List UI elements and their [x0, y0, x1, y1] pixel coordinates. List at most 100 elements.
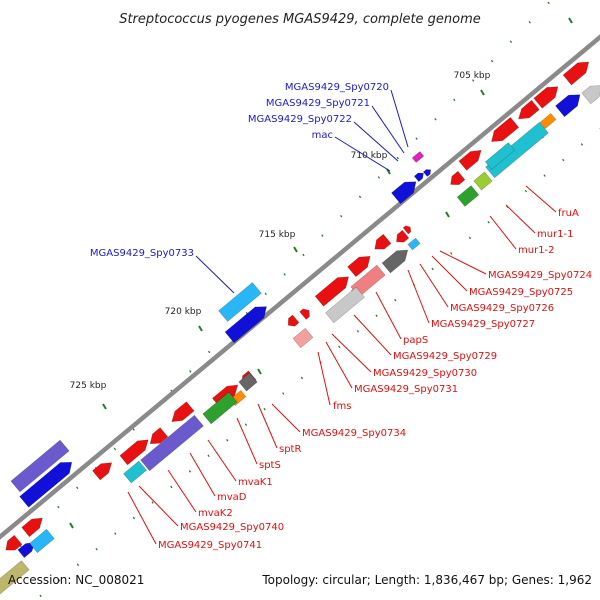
gene-arrow: [402, 225, 412, 235]
leader-line: [489, 215, 517, 250]
leader-line: [189, 452, 216, 497]
ruler-dot-inner: [263, 407, 266, 411]
gene-arrow: [5, 534, 23, 551]
ruler-dot-outer: [57, 505, 60, 509]
ruler-dot-inner: [151, 501, 154, 504]
gene-label-papS: papS: [403, 335, 428, 346]
leader-line: [419, 263, 449, 308]
gene-arrow: [374, 233, 392, 250]
gene-label-spy0727: MGAS9429_Spy0727: [431, 319, 535, 330]
leader-line: [390, 89, 409, 148]
gene-arrow: [473, 171, 493, 191]
gene-label-mvaD: mvaD: [217, 492, 247, 503]
gene-features: [0, 61, 600, 595]
ruler-dot-inner: [487, 221, 490, 224]
gene-arrow: [413, 172, 424, 183]
leader-line: [195, 255, 235, 294]
ruler-dot-inner: [39, 594, 42, 598]
ruler-dot-inner: [170, 485, 173, 489]
leader-line: [431, 255, 468, 292]
ruler-dot-outer: [415, 137, 418, 140]
ruler-dot-outer: [321, 234, 324, 237]
gene-arrow: [581, 85, 600, 105]
ruler-dot-inner: [580, 143, 584, 146]
gene-arrow: [555, 94, 581, 118]
ruler-dot-outer: [76, 486, 79, 489]
ruler-dot-inner: [524, 189, 528, 193]
gene-arrow: [458, 149, 482, 171]
ruler-dot-inner: [468, 236, 472, 240]
gene-arrow: [391, 181, 417, 205]
ruler-dot-outer: [377, 176, 381, 179]
gene-label-sptS: sptS: [259, 460, 281, 471]
ruler-dot-outer: [113, 447, 117, 451]
map-title: Streptococcus pyogenes MGAS9429, complet…: [119, 12, 481, 27]
ruler-dot-inner: [132, 516, 136, 520]
gene-label-fruA: fruA: [558, 208, 579, 219]
gene-arrow: [140, 414, 204, 472]
ruler-major-tick: [102, 403, 107, 410]
gene-arrow: [484, 142, 516, 170]
gene-arrow: [29, 528, 55, 554]
leader-line: [353, 314, 392, 356]
ruler-dot-inner: [375, 314, 378, 317]
gene-arrow: [218, 282, 262, 322]
leader-line: [375, 291, 402, 340]
ruler-dot-inner: [431, 267, 434, 271]
gene-arrow: [325, 286, 365, 324]
gene-label-mvaK2: mvaK2: [198, 508, 233, 519]
leader-line: [167, 469, 197, 513]
gene-arrow: [238, 372, 258, 392]
ruler-major-tick: [69, 522, 74, 529]
ruler-dot-outer: [528, 21, 531, 24]
leader-line: [353, 121, 399, 162]
gene-arrow: [299, 308, 310, 320]
ruler-dot-inner: [394, 298, 397, 302]
leader-line: [257, 403, 278, 449]
ruler-dot-outer: [358, 195, 362, 199]
gene-arrow: [456, 185, 480, 207]
tick-label-720: 720 kbp: [165, 307, 202, 317]
ruler-dot-outer: [264, 292, 267, 296]
ruler-major-tick: [480, 89, 485, 96]
ruler-major-tick: [568, 17, 573, 24]
tick-label-705: 705 kbp: [454, 71, 491, 81]
tick-label-710: 710 kbp: [351, 151, 388, 161]
gene-label-spy0740: MGAS9429_Spy0740: [180, 522, 284, 533]
gene-label-spy0722: MGAS9429_Spy0722: [248, 114, 352, 125]
ruler-dot-outer: [189, 370, 192, 373]
gene-arrow: [407, 237, 421, 251]
gene-arrow: [10, 439, 70, 493]
gene-arrow: [422, 169, 432, 177]
gene-arrow: [396, 229, 410, 243]
leader-line: [371, 105, 405, 154]
ruler-dot-inner: [114, 532, 117, 535]
leader-line: [407, 269, 430, 324]
gene-arrow: [411, 151, 425, 163]
ruler-dot-outer: [132, 428, 135, 431]
gene-arrow: [92, 462, 113, 481]
gene-label-spy0720: MGAS9429_Spy0720: [285, 82, 389, 93]
ruler-dot-inner: [562, 158, 565, 162]
ruler-dot-outer: [283, 273, 286, 276]
gene-label-fms: fms: [333, 401, 351, 412]
gene-label-spy0733: MGAS9429_Spy0733: [90, 248, 194, 259]
gene-label-spy0721: MGAS9429_Spy0721: [266, 98, 370, 109]
leader-line: [138, 485, 179, 527]
gene-label-spy0734: MGAS9429_Spy0734: [302, 428, 406, 439]
ruler-dot-inner: [58, 579, 61, 582]
ruler-major-tick: [293, 246, 298, 253]
leader-line: [127, 491, 157, 545]
gene-label-spy0725: MGAS9429_Spy0725: [469, 287, 573, 298]
gene-label-spy0731: MGAS9429_Spy0731: [354, 384, 458, 395]
leader-line: [525, 185, 557, 213]
tick-label-715: 715 kbp: [259, 230, 296, 240]
label-leader-lines: [127, 89, 557, 545]
leader-line: [334, 136, 391, 172]
gene-label-spy0730: MGAS9429_Spy0730: [373, 368, 477, 379]
gene-label-sptR: sptR: [279, 444, 301, 455]
ruler-dot-outer: [434, 117, 437, 121]
ruler-dot-inner: [188, 470, 192, 473]
gene-label-spy0729: MGAS9429_Spy0729: [393, 351, 497, 362]
